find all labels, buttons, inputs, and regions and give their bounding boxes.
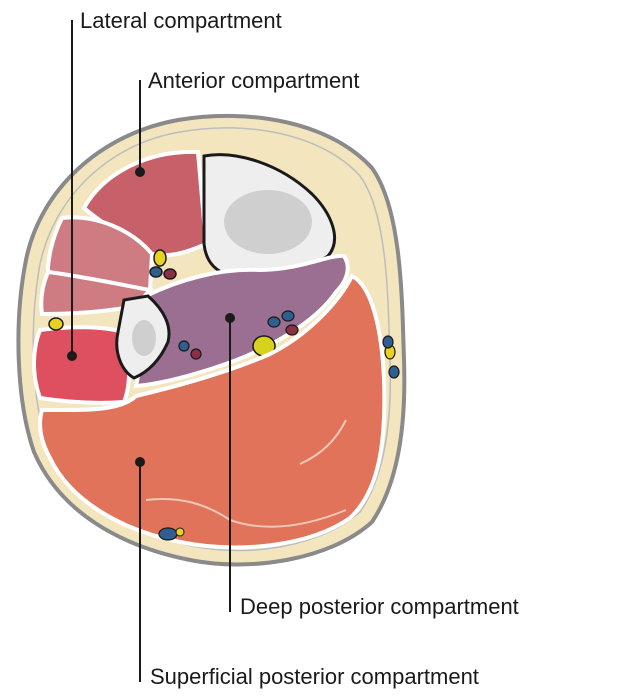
great-saphenous-vein-1: [383, 336, 393, 348]
fibula-marrow: [132, 320, 156, 356]
anterior-nerve: [154, 250, 166, 266]
anterior-artery: [164, 269, 176, 279]
lateral-nerve: [49, 318, 63, 330]
sural-nerve: [176, 528, 184, 536]
anterior-compartment-label: Anterior compartment: [148, 68, 360, 93]
peroneal-vessel-vein: [179, 341, 189, 351]
deep-posterior-leader-dot: [225, 313, 235, 323]
peroneal-vessel-artery: [191, 349, 201, 359]
lateral-leader-dot: [67, 351, 77, 361]
superficial-posterior-leader-dot: [135, 457, 145, 467]
posterior-tibial-vein-2: [282, 311, 294, 321]
anterior-vein: [150, 267, 162, 277]
tibia-marrow: [224, 190, 312, 254]
lateral-compartment-muscle: [34, 327, 129, 403]
lateral-compartment-label: Lateral compartment: [80, 8, 282, 33]
anterior-leader-dot: [135, 167, 145, 177]
small-saphenous-vein: [159, 528, 177, 540]
great-saphenous-vein-2: [389, 366, 399, 378]
posterior-tibial-vein-1: [268, 317, 280, 327]
deep-posterior-compartment-label: Deep posterior compartment: [240, 594, 519, 619]
superficial-posterior-compartment-label: Superficial posterior compartment: [150, 664, 479, 689]
posterior-tibial-artery: [286, 325, 298, 335]
